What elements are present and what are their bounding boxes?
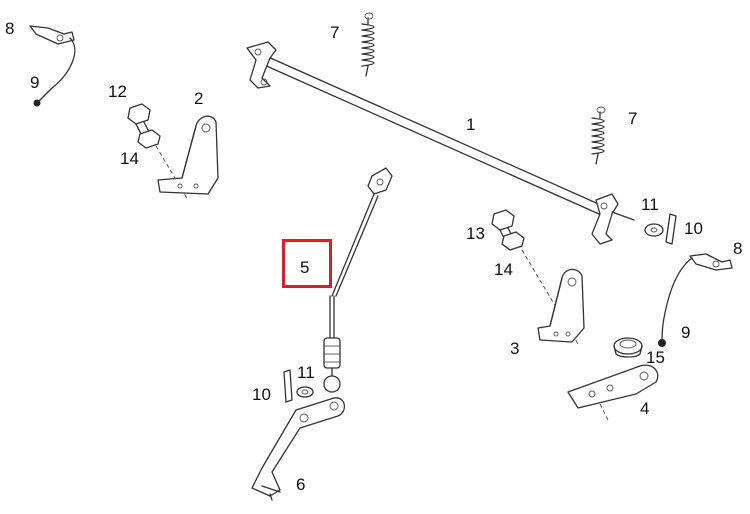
part-1-shaft [246,41,635,245]
part-10-11-pin-lower [283,369,314,403]
part-8-9-sensor-upper [29,25,76,107]
part-7-spring-upper [361,12,375,77]
label-part-8-upper: 8 [5,19,15,38]
part-5-link-rod [323,167,393,393]
part-4-plate [567,364,659,421]
part-7-spring-lower [591,106,606,165]
label-part-3: 3 [510,339,520,358]
label-part-8-right: 8 [733,239,743,258]
label-part-9-upper: 9 [30,73,40,92]
part-12-14-bolt-upper [127,103,189,201]
label-part-6: 6 [296,475,306,494]
highlight-box-part-5 [282,239,332,288]
part-2-bracket [157,115,219,195]
label-part-12: 12 [108,82,127,101]
part-3-bracket [537,268,585,343]
label-part-5: 5 [300,258,310,277]
label-part-14-upper: 14 [120,149,139,168]
label-part-1: 1 [466,115,476,134]
label-part-13: 13 [466,224,485,243]
label-part-7-upper: 7 [330,23,340,42]
part-15-grommet [613,337,643,358]
part-6-lever [251,397,345,501]
part-8-9-sensor-right [658,253,733,347]
label-part-11-lower: 11 [297,363,315,382]
label-part-15: 15 [646,348,665,367]
label-part-9-right: 9 [681,323,691,342]
label-part-10-right: 10 [684,219,703,238]
label-part-4: 4 [640,399,650,418]
label-part-10-lower: 10 [252,385,271,404]
label-part-2: 2 [194,89,204,108]
label-part-7-lower: 7 [628,109,638,128]
label-part-11-right: 11 [641,195,659,214]
label-part-14-right: 14 [494,260,513,279]
part-10-11-pin-right [644,213,677,245]
